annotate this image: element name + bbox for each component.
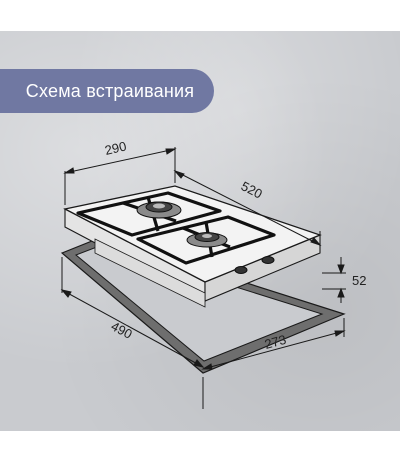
page-title: Схема встраивания bbox=[25, 80, 195, 101]
title-banner: Схема встраивания bbox=[0, 69, 214, 113]
dimension-lines bbox=[60, 147, 346, 409]
burner-back bbox=[136, 201, 182, 219]
dim-label-52: 52 bbox=[352, 273, 366, 288]
installation-drawing: 290 520 52 490 273 bbox=[60, 138, 366, 409]
dim-label-290: 290 bbox=[103, 138, 128, 157]
dim-label-520: 520 bbox=[239, 178, 265, 201]
burner-front bbox=[186, 232, 228, 248]
background-canvas: Схема встраивания bbox=[0, 31, 400, 431]
hob-body bbox=[63, 185, 322, 308]
dim-label-273: 273 bbox=[263, 332, 288, 352]
control-knobs bbox=[234, 256, 275, 274]
dim-label-490: 490 bbox=[109, 318, 135, 341]
